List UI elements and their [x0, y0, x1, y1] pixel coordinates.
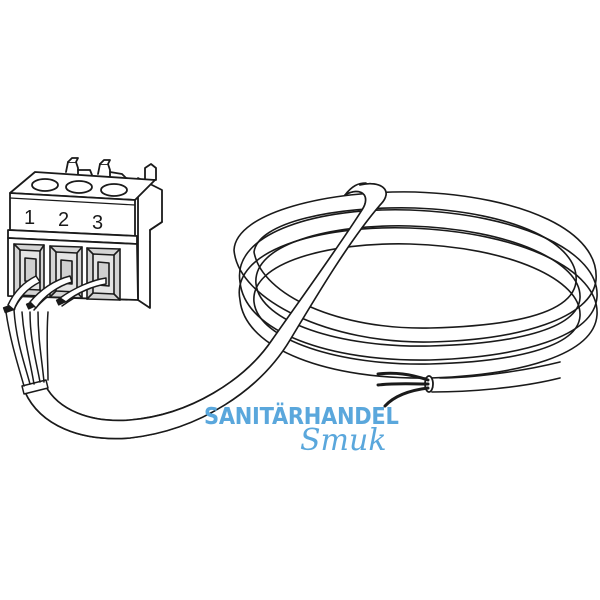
pin-label-1: 1	[24, 207, 35, 229]
pin-label-3: 3	[92, 212, 103, 234]
cable-main-run	[24, 182, 387, 440]
pin-label-2: 2	[58, 209, 69, 231]
cable-stripped-end	[376, 361, 561, 408]
cable-coil	[233, 191, 598, 379]
wire-ends	[7, 275, 107, 311]
terminal-openings	[13, 243, 121, 301]
terminal-3	[86, 247, 121, 301]
pin-labels: 1 2 3	[24, 207, 103, 234]
